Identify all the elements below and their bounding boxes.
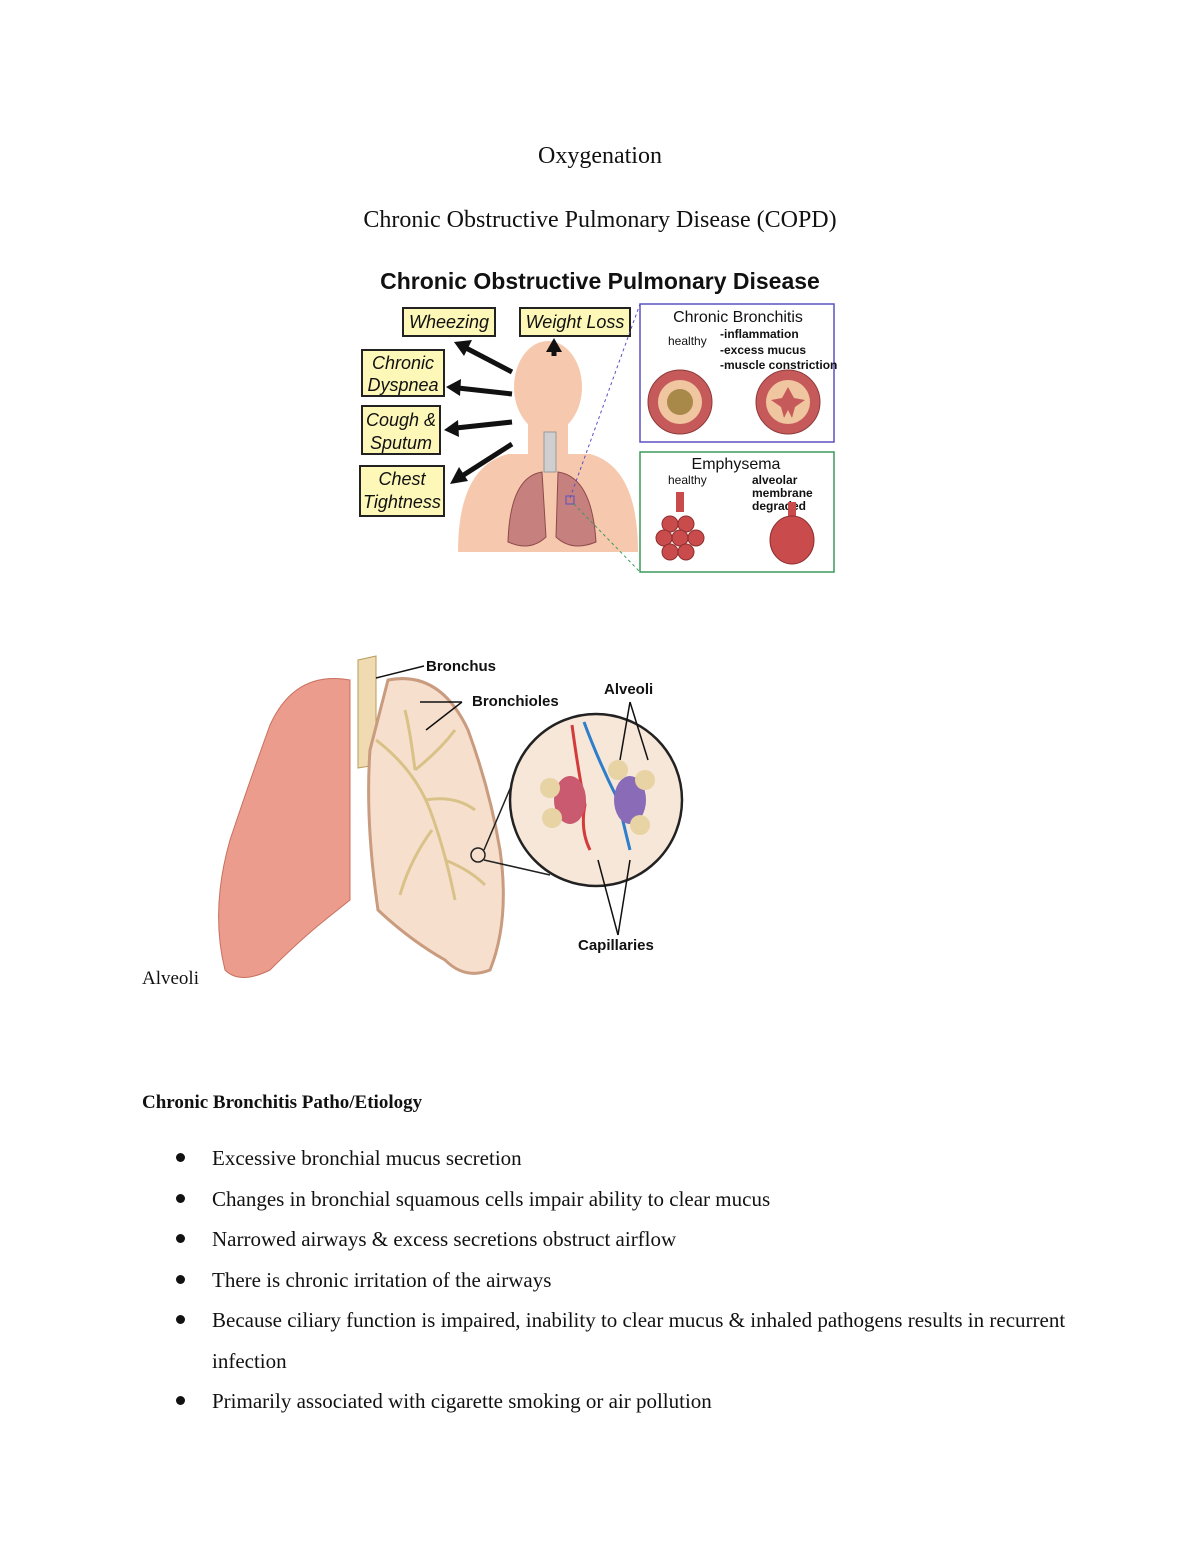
section-heading: Chronic Bronchitis Patho/Etiology: [142, 1092, 423, 1113]
left-lung-illustration: [218, 678, 351, 978]
degraded-alveoli-icon: [769, 502, 815, 565]
bronchitis-connector: [569, 303, 641, 499]
list-item: Excessive bronchial mucus secretion: [142, 1138, 1072, 1179]
document-subtitle: Chronic Obstructive Pulmonary Disease (C…: [363, 207, 837, 233]
emphysema-connector: [573, 503, 641, 573]
symptom-wheezing-label: Wheezing: [409, 312, 489, 332]
healthy-bronchus-icon: [647, 369, 713, 435]
symptom-cough-line2: Sputum: [370, 433, 432, 453]
symptom-cough: Cough & Sputum: [361, 405, 441, 455]
symptom-weight-loss-label: Weight Loss: [526, 312, 625, 332]
emphysema-note-1: alveolar: [752, 473, 798, 487]
copd-diagram-heading: Chronic Obstructive Pulmonary Disease: [380, 268, 820, 294]
symptom-chest-line2: Tightness: [363, 492, 441, 512]
bronchiole-branches: [375, 709, 487, 901]
emphysema-note-3: degraded: [752, 499, 806, 513]
etiology-bullet-list: Excessive bronchial mucus secretion Chan…: [142, 1138, 1072, 1422]
symptom-cough-line1: Cough &: [366, 410, 436, 430]
symptom-arrows: [444, 338, 562, 484]
list-item: Primarily associated with cigarette smok…: [142, 1381, 1072, 1422]
zoom-marker: [565, 495, 575, 505]
symptom-wheezing: Wheezing: [402, 307, 496, 337]
document-title: Oxygenation: [538, 143, 662, 169]
alveoli-zoom-circle: [508, 712, 684, 888]
list-item: Because ciliary function is impaired, in…: [142, 1300, 1072, 1381]
bronchitis-note-1: -inflammation: [720, 327, 799, 341]
list-item: There is chronic irritation of the airwa…: [142, 1260, 1072, 1301]
emphysema-title: Emphysema: [692, 456, 781, 473]
bronchitis-note-2: -excess mucus: [720, 343, 806, 357]
trachea: [543, 431, 557, 473]
alveoli-label: Alveoli: [604, 681, 653, 698]
bronchitis-panel: Chronic Bronchitis healthy -inflammation…: [639, 303, 837, 443]
symptom-weight-loss: Weight Loss: [519, 307, 631, 337]
emphysema-panel: Emphysema healthy alveolar membrane degr…: [639, 451, 835, 573]
emphysema-note-2: membrane: [752, 486, 813, 500]
bronchitis-healthy: healthy: [668, 334, 707, 348]
copd-diagram: Chronic Obstructive Pulmonary Disease Wh…: [359, 268, 837, 573]
list-item: Changes in bronchial squamous cells impa…: [142, 1179, 1072, 1220]
bronchitis-title: Chronic Bronchitis: [673, 309, 803, 326]
bronchioles-label: Bronchioles: [472, 693, 559, 710]
zoom-origin-marker: [470, 847, 486, 863]
left-lung: [507, 471, 547, 547]
symptom-dyspnea-line1: Chronic: [372, 353, 434, 373]
label-pointers: [375, 665, 649, 936]
zoom-line-lower: [483, 859, 551, 876]
right-lung: [555, 471, 597, 547]
symptom-chest-tightness: Chest Tightness: [359, 465, 445, 517]
symptom-chest-line1: Chest: [378, 469, 426, 489]
list-item: Narrowed airways & excess secretions obs…: [142, 1219, 1072, 1260]
inflamed-bronchus-icon: [755, 369, 821, 435]
bronchus-label: Bronchus: [426, 658, 496, 675]
bronchitis-note-3: -muscle constriction: [720, 358, 837, 372]
emphysema-healthy: healthy: [668, 473, 707, 487]
healthy-alveoli-icon: [655, 492, 705, 561]
symptom-dyspnea-line2: Dyspnea: [367, 375, 438, 395]
lung-anatomy-diagram: Bronchus Bronchioles Alveoli Capillaries: [218, 655, 684, 978]
figure-caption: Alveoli: [142, 968, 199, 989]
capillaries-label: Capillaries: [578, 937, 654, 954]
symptom-dyspnea: Chronic Dyspnea: [361, 349, 445, 397]
